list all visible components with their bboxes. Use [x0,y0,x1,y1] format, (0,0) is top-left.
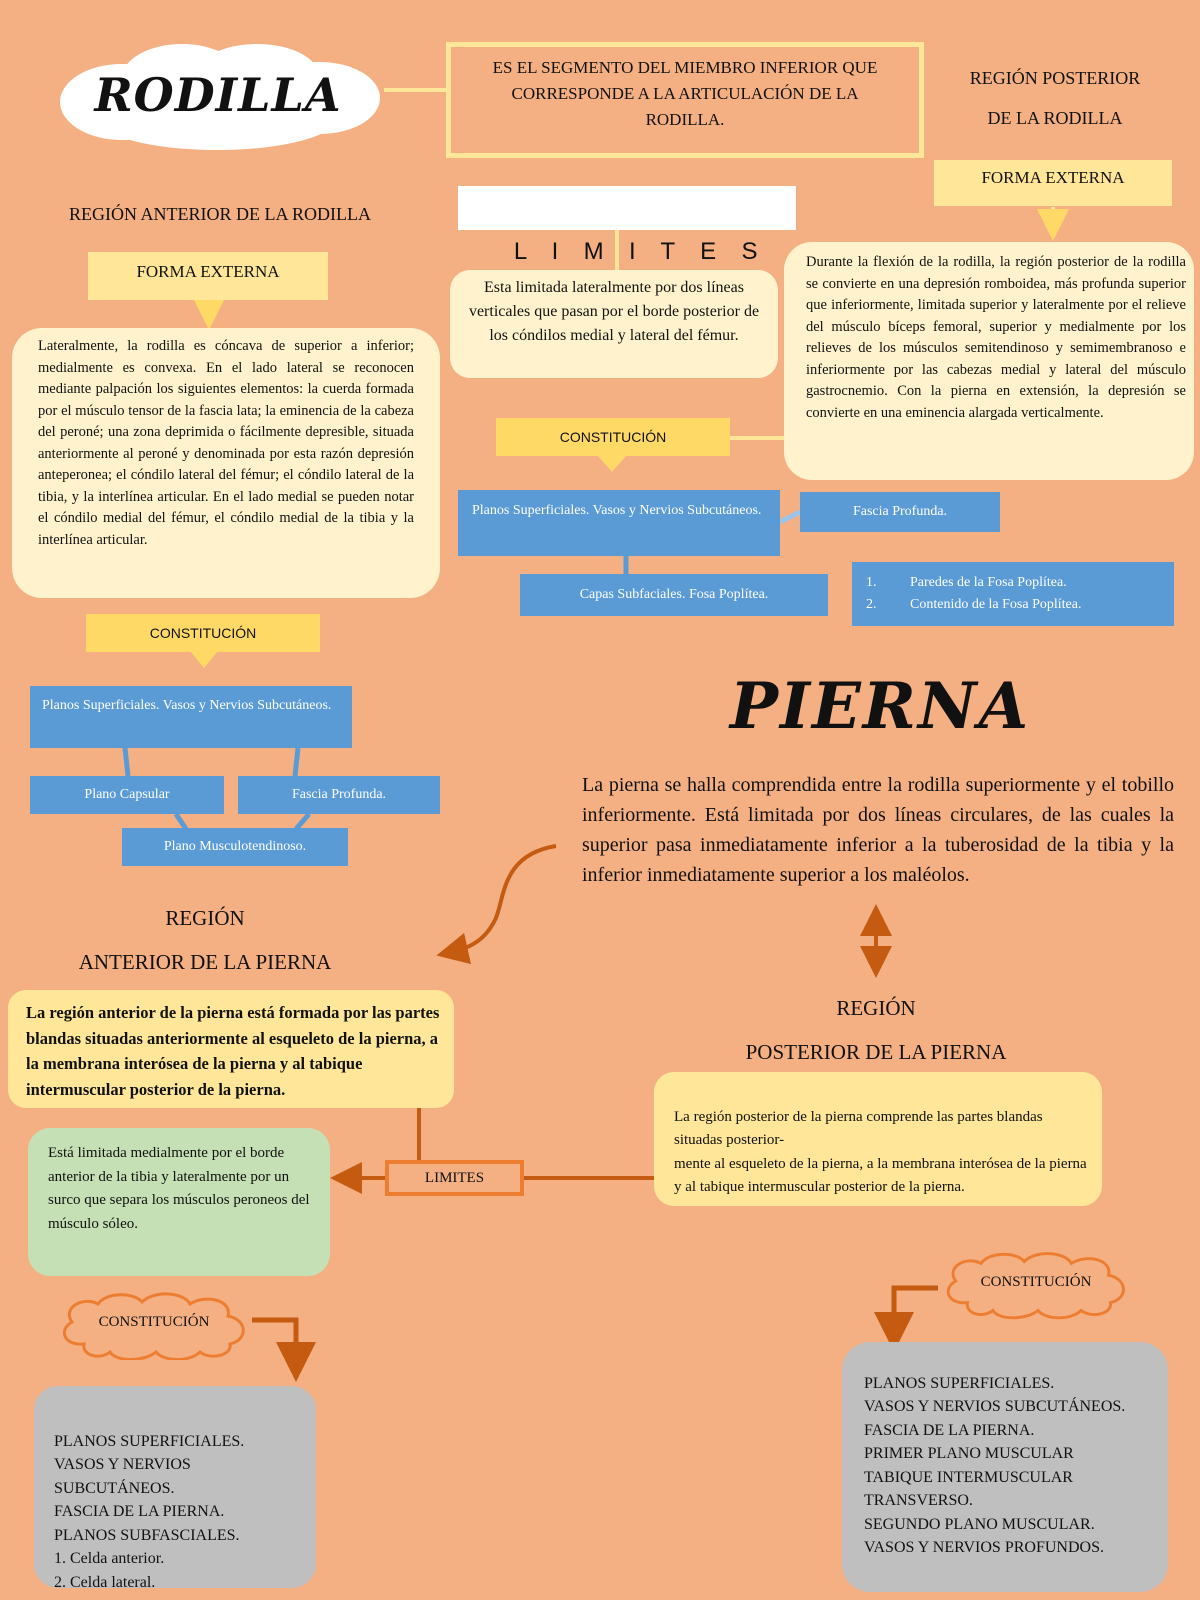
pierna-limites-label: LIMITES [385,1160,524,1196]
pierna-anterior-text-box: La región anterior de la pierna está for… [8,990,454,1108]
posterior-planos-superficiales-text: Planos Superficiales. Vasos y Nervios Su… [472,503,762,518]
list-number: 2. [866,597,877,612]
anterior-forma-externa-label: FORMA EXTERNA [88,252,328,300]
cloud-shape-icon [60,44,380,150]
anterior-forma-text-box: Lateralmente, la rodilla es cóncava de s… [12,328,440,598]
cloud-shape-icon [946,1252,1125,1320]
pierna-limites-text: Está limitada medialmente por el borde a… [48,1145,310,1232]
limites-title: L I M I T E S [458,186,796,265]
rodilla-definition-text: ES EL SEGMENTO DEL MIEMBRO INFERIOR QUE … [492,58,878,129]
anterior-constitucion-label: CONSTITUCIÓN [86,614,320,652]
rodilla-anterior-heading: REGIÓN ANTERIOR DE LA RODILLA [69,204,371,224]
list-item-text: Paredes de la Fosa Poplítea. [910,575,1067,590]
heading-line: POSTERIOR DE LA PIERNA [745,1040,1007,1064]
pierna-anterior-constitucion-text: PLANOS SUPERFICIALES. VASOS Y NERVIOS SU… [54,1432,245,1591]
list-item: 1. Paredes de la Fosa Poplítea. [866,572,1160,594]
anterior-planos-superficiales: Planos Superficiales. Vasos y Nervios Su… [30,686,352,748]
heading-line: REGIÓN POSTERIOR [969,68,1141,88]
posterior-forma-externa-label: FORMA EXTERNA [934,160,1172,206]
rodilla-title: RODILLA [94,68,342,122]
pierna-posterior-constitucion-list: PLANOS SUPERFICIALES. VASOS Y NERVIOS SU… [842,1342,1168,1592]
pierna-anterior-constitucion-list: PLANOS SUPERFICIALES. VASOS Y NERVIOS SU… [34,1386,316,1591]
posterior-constitucion-cloud-label: CONSTITUCIÓN [980,1274,1092,1290]
heading-line: ANTERIOR DE LA PIERNA [78,950,332,974]
pierna-anterior-heading: REGIÓN ANTERIOR DE LA PIERNA [40,896,370,984]
pierna-posterior-constitucion-text: PLANOS SUPERFICIALES. VASOS Y NERVIOS SU… [864,1374,1126,1557]
anterior-fascia-profunda: Fascia Profunda. [238,776,440,814]
fosa-poplitea-list: 1. Paredes de la Fosa Poplítea. 2. Conteni… [852,562,1174,626]
posterior-capas-subfaciales: Capas Subfaciales. Fosa Poplítea. [520,574,828,616]
limites-title-text: L I M I T E S [513,238,762,265]
list-number: 1. [866,575,877,590]
posterior-forma-text: Durante la flexión de la rodilla, la reg… [806,254,1186,421]
pierna-anterior-text: La región anterior de la pierna está for… [26,1003,440,1099]
cloud-shape-icon [62,1292,245,1360]
anterior-planos-superficiales-text: Planos Superficiales. Vasos y Nervios Su… [42,698,332,713]
heading-line: DE LA RODILLA [987,108,1123,128]
pierna-posterior-text: La región posterior de la pierna compren… [674,1108,1087,1196]
pierna-title: PIERNA [729,669,1031,744]
plano-musculotendinoso: Plano Musculotendinoso. [122,828,348,866]
pierna-limites-text-box: Está limitada medialmente por el borde a… [28,1128,330,1276]
anterior-constitucion-cloud-label: CONSTITUCIÓN [98,1314,210,1330]
rodilla-title-cloud: RODILLA [52,40,384,152]
heading-line: REGIÓN [836,996,916,1020]
posterior-planos-superficiales: Planos Superficiales. Vasos y Nervios Su… [458,490,780,556]
posterior-constitucion-label: CONSTITUCIÓN [496,418,730,456]
limites-text: Esta limitada lateralmente por dos línea… [468,279,760,344]
rodilla-definition-box: ES EL SEGMENTO DEL MIEMBRO INFERIOR QUE … [446,42,924,158]
rodilla-posterior-heading: REGIÓN POSTERIOR DE LA RODILLA [940,58,1170,138]
heading-line: REGIÓN [165,906,245,930]
anterior-constitucion-cloud: CONSTITUCIÓN [54,1290,254,1360]
plano-capsular: Plano Capsular [30,776,224,814]
pierna-posterior-text-box: La región posterior de la pierna compren… [654,1072,1102,1206]
pierna-definition: La pierna se halla comprendida entre la … [582,774,1174,886]
list-item: 2. Contenido de la Fosa Poplítea. [866,594,1160,616]
posterior-fascia-profunda: Fascia Profunda. [800,492,1000,532]
anterior-forma-text: Lateralmente, la rodilla es cóncava de s… [38,338,414,548]
pierna-posterior-heading: REGIÓN POSTERIOR DE LA PIERNA [690,986,1062,1074]
list-item-text: Contenido de la Fosa Poplítea. [910,597,1082,612]
posterior-constitucion-cloud: CONSTITUCIÓN [938,1248,1134,1320]
posterior-forma-text-box: Durante la flexión de la rodilla, la reg… [784,242,1194,480]
limites-text-box: Esta limitada lateralmente por dos línea… [450,270,778,378]
